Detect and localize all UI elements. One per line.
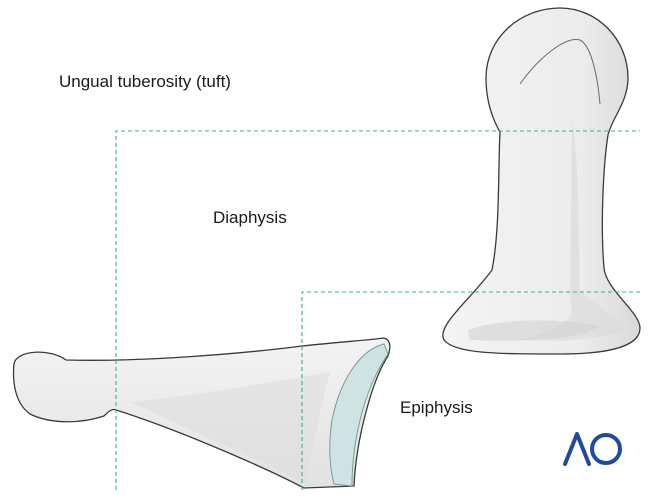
epiphysis-cartilage xyxy=(329,343,389,487)
ao-logo: AO xyxy=(563,432,622,466)
upright-base-shadow xyxy=(468,320,600,341)
tuft-label: Ungual tuberosity (tuft) xyxy=(59,72,231,91)
upright-phalanx-outline xyxy=(442,7,641,355)
diaphysis-guide-line xyxy=(115,130,640,490)
epiphysis-label: Epiphysis xyxy=(400,398,473,417)
lateral-phalanx xyxy=(12,337,391,489)
diaphysis-label: Diaphysis xyxy=(213,208,287,227)
tuft-contour-line xyxy=(519,39,601,105)
region-guides xyxy=(115,130,640,490)
epiphysis-guide-line xyxy=(301,291,640,490)
lateral-phalanx-shadow xyxy=(130,372,330,484)
upright-phalanx xyxy=(442,7,641,355)
upright-phalanx-shadow xyxy=(520,120,624,341)
